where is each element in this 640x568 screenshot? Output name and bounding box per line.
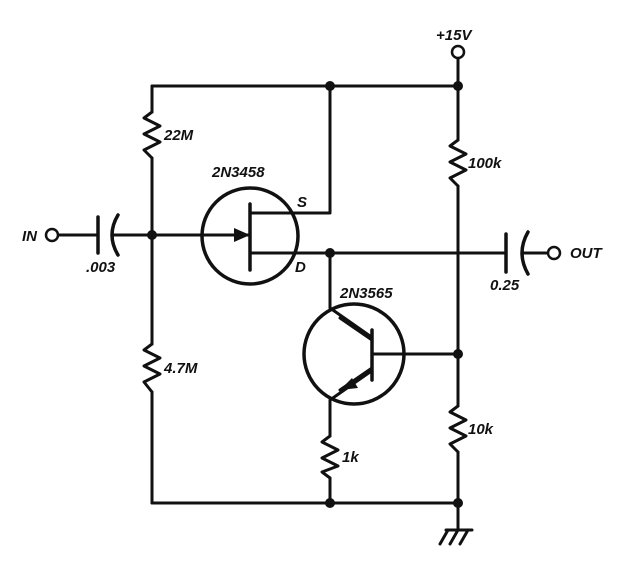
junction-dot bbox=[453, 81, 463, 91]
junction-dot bbox=[453, 498, 463, 508]
resistor-10k-value: 10k bbox=[468, 421, 494, 438]
ground-icon bbox=[438, 528, 474, 546]
junctions bbox=[147, 81, 463, 508]
output-capacitor-value: 0.25 bbox=[490, 277, 520, 294]
input-capacitor bbox=[96, 213, 120, 257]
fet-part-label: 2N3458 bbox=[211, 164, 265, 181]
gate-arrow-icon bbox=[234, 228, 250, 242]
junction-dot bbox=[453, 349, 463, 359]
resistor-4-7m-value: 4.7M bbox=[163, 360, 198, 377]
resistor-1k bbox=[320, 434, 340, 480]
resistor-100k-value: 100k bbox=[468, 155, 502, 172]
bjt-part-label: 2N3565 bbox=[339, 285, 393, 302]
junction-dot bbox=[325, 498, 335, 508]
resistor-22m-value: 22M bbox=[163, 127, 194, 144]
output-terminal bbox=[546, 245, 562, 261]
output-label: OUT bbox=[570, 245, 604, 262]
output-capacitor bbox=[504, 230, 530, 276]
wires bbox=[56, 56, 550, 532]
supply-label: +15V bbox=[436, 27, 473, 44]
fet-source-label: S bbox=[297, 194, 307, 211]
junction-dot bbox=[147, 230, 157, 240]
supply-terminal bbox=[450, 44, 466, 60]
input-label: IN bbox=[22, 228, 38, 245]
resistor-22m bbox=[142, 110, 162, 160]
input-capacitor-value: .003 bbox=[86, 259, 116, 276]
junction-dot bbox=[325, 248, 335, 258]
emitter-arrow-icon bbox=[340, 378, 358, 390]
bjt-2n3565 bbox=[302, 302, 406, 406]
resistor-4-7m bbox=[142, 342, 162, 394]
resistor-10k bbox=[448, 404, 468, 454]
resistor-1k-value: 1k bbox=[342, 449, 359, 466]
fet-drain-label: D bbox=[295, 259, 306, 276]
junction-dot bbox=[325, 81, 335, 91]
resistor-100k bbox=[448, 138, 468, 188]
fet-2n3458 bbox=[200, 186, 300, 286]
input-terminal bbox=[44, 227, 60, 243]
